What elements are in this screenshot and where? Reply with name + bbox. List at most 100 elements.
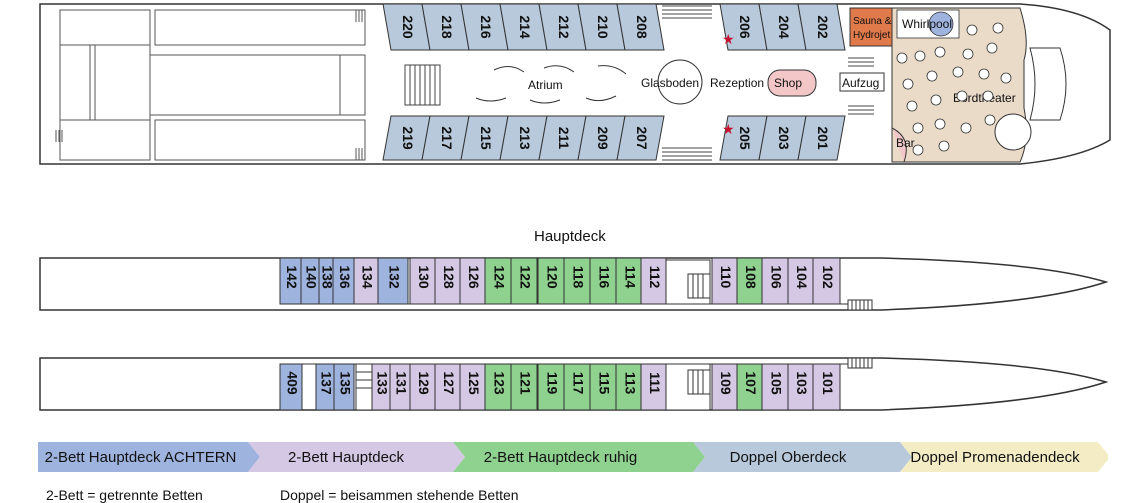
cabin-number: 102 bbox=[820, 265, 836, 289]
footnote-double: Doppel = beisammen stehende Betten bbox=[280, 487, 519, 503]
theater-seat bbox=[986, 42, 998, 54]
cabin-112[interactable] bbox=[640, 257, 667, 305]
cabin-number: 124 bbox=[491, 265, 507, 289]
cabin-number: 217 bbox=[439, 126, 455, 150]
cabin-number: 219 bbox=[400, 126, 416, 150]
cabin-number: 218 bbox=[439, 15, 455, 39]
shop-label: Shop bbox=[774, 76, 802, 90]
legend-swatch bbox=[453, 442, 705, 472]
cabin-118[interactable] bbox=[563, 257, 591, 305]
stern-stairs bbox=[55, 10, 363, 160]
cabin-number: 201 bbox=[815, 126, 831, 150]
cabin-202[interactable] bbox=[797, 3, 846, 51]
theater-seat bbox=[962, 48, 974, 60]
cabin-208[interactable] bbox=[616, 3, 665, 51]
cabin-119[interactable] bbox=[537, 363, 565, 411]
theater-seat bbox=[934, 118, 946, 130]
cabin-207[interactable] bbox=[616, 115, 665, 161]
bar-label: Bar bbox=[896, 136, 915, 150]
cabin-122[interactable] bbox=[510, 257, 538, 305]
cabin-115[interactable] bbox=[589, 363, 617, 411]
cabin-number: 104 bbox=[794, 265, 810, 289]
cabin-number: 211 bbox=[556, 127, 572, 150]
cabin-number: 203 bbox=[776, 126, 792, 150]
legend-swatch bbox=[38, 442, 260, 472]
cabin-110[interactable] bbox=[711, 257, 738, 305]
cabin-number: 205 bbox=[737, 126, 753, 150]
cabin-114[interactable] bbox=[615, 257, 643, 305]
legend-label: Doppel Promenadendeck bbox=[910, 448, 1080, 466]
cabin-number: 109 bbox=[718, 371, 734, 395]
atrium-label: Atrium bbox=[528, 78, 563, 92]
bow-structure bbox=[1029, 47, 1067, 121]
cabin-409[interactable] bbox=[279, 363, 303, 411]
cabin-103[interactable] bbox=[787, 363, 814, 411]
cabin-number: 112 bbox=[647, 266, 663, 289]
legend-chevrons bbox=[38, 442, 1108, 472]
cabin-number: 214 bbox=[517, 15, 533, 39]
cabin-number: 131 bbox=[393, 371, 409, 395]
cabin-132[interactable] bbox=[377, 257, 409, 305]
cabin-111[interactable] bbox=[640, 363, 667, 411]
theater-seat bbox=[1000, 72, 1012, 84]
cabin-104[interactable] bbox=[787, 257, 814, 305]
cabin-108[interactable] bbox=[736, 257, 763, 305]
cabin-number: 126 bbox=[466, 265, 482, 289]
sauna-area bbox=[849, 7, 893, 47]
cabin-121[interactable] bbox=[510, 363, 538, 411]
cabin-130[interactable] bbox=[409, 257, 436, 305]
theater-seat bbox=[956, 90, 968, 102]
cabin-134[interactable] bbox=[353, 257, 379, 305]
cabin-number: 129 bbox=[416, 371, 432, 395]
theater-seat bbox=[982, 90, 994, 102]
cabin-201[interactable] bbox=[797, 115, 846, 161]
cabin-number: 117 bbox=[570, 372, 586, 395]
star-icon: ★ bbox=[722, 121, 735, 137]
theater-seat bbox=[960, 122, 972, 134]
cabin-116[interactable] bbox=[589, 257, 617, 305]
shop-area bbox=[767, 69, 817, 97]
cabin-105[interactable] bbox=[761, 363, 789, 411]
cabin-117[interactable] bbox=[563, 363, 591, 411]
theater-seat bbox=[984, 114, 996, 126]
cabin-number: 115 bbox=[596, 372, 612, 395]
cabin-number: 204 bbox=[776, 15, 792, 39]
cabin-number: 138 bbox=[319, 265, 335, 289]
cabin-number: 108 bbox=[743, 265, 759, 289]
cabin-102[interactable] bbox=[812, 257, 841, 305]
cabin-number: 207 bbox=[634, 126, 650, 150]
footnote-twin: 2-Bett = getrennte Betten bbox=[46, 487, 203, 503]
cabin-106[interactable] bbox=[761, 257, 789, 305]
glasboden-label: Glasboden bbox=[641, 76, 699, 90]
cabin-number: 136 bbox=[337, 265, 353, 289]
cabin-126[interactable] bbox=[459, 257, 486, 305]
cabin-number: 125 bbox=[466, 371, 482, 395]
rezeption-label: Rezeption bbox=[710, 76, 764, 90]
legend-label: 2-Bett Hauptdeck bbox=[288, 448, 404, 466]
legend-item-achtern: 2-Bett Hauptdeck ACHTERN bbox=[38, 442, 243, 472]
cabin-127[interactable] bbox=[434, 363, 461, 411]
theater-seat bbox=[966, 24, 978, 36]
cabin-101[interactable] bbox=[812, 363, 841, 411]
cabin-number: 409 bbox=[284, 371, 300, 395]
cabin-number: 202 bbox=[815, 15, 831, 39]
legend-swatch bbox=[248, 442, 465, 472]
cabin-number: 216 bbox=[478, 15, 494, 39]
cabin-129[interactable] bbox=[409, 363, 436, 411]
legend-item-ruhig: 2-Bett Hauptdeck ruhig bbox=[453, 442, 668, 472]
cabin-135[interactable] bbox=[333, 363, 355, 411]
cabin-120[interactable] bbox=[537, 257, 565, 305]
theater-seat bbox=[926, 70, 938, 82]
cabin-number: 135 bbox=[337, 371, 353, 395]
cabin-number: 209 bbox=[595, 126, 611, 150]
star-icon: ★ bbox=[722, 31, 735, 47]
cabin-124[interactable] bbox=[484, 257, 512, 305]
cabin-number: 122 bbox=[517, 265, 533, 289]
cabin-109[interactable] bbox=[711, 363, 738, 411]
cabin-number: 215 bbox=[478, 126, 494, 150]
